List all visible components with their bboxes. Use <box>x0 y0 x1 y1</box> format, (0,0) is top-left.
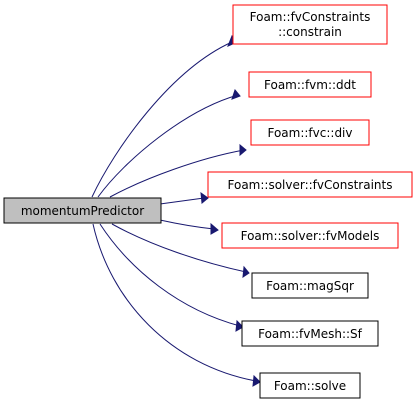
node-solver-fvmodels[interactable]: Foam::solver::fvModels <box>221 222 399 249</box>
node-magsqr[interactable]: Foam::magSqr <box>251 272 369 299</box>
edge-arrowhead <box>210 222 219 235</box>
edge-arrowhead <box>200 191 209 204</box>
edge-arrowhead <box>235 319 244 332</box>
node-label-line2[interactable]: ::constrain <box>278 25 342 39</box>
node-label[interactable]: Foam::solver::fvConstraints <box>228 178 393 192</box>
node-box[interactable] <box>259 372 361 399</box>
node-fvconstraints-constrain[interactable]: Foam::fvConstraints ::constrain <box>232 4 388 45</box>
root-node-label: momentumPredictor <box>21 204 144 218</box>
edge-arrowhead <box>231 88 241 100</box>
root-node-box <box>3 197 162 224</box>
node-box[interactable] <box>207 171 413 198</box>
node-box[interactable] <box>221 222 399 249</box>
call-edges <box>91 35 261 387</box>
node-label[interactable]: Foam::fvMesh::Sf <box>258 327 363 341</box>
node-box[interactable] <box>250 119 370 146</box>
node-label[interactable]: Foam::magSqr <box>266 279 354 293</box>
edge-arrowhead <box>252 374 261 387</box>
root-node-momentumpredictor: momentumPredictor <box>3 197 162 224</box>
edge-to-fvconstraints-constrain <box>91 41 233 198</box>
node-label[interactable]: Foam::solver::fvModels <box>241 229 380 243</box>
edge-arrowhead <box>239 143 247 157</box>
node-label[interactable]: Foam::fvm::ddt <box>264 78 356 92</box>
edge-to-magsqr <box>111 223 247 273</box>
node-label-line1[interactable]: Foam::fvConstraints <box>250 10 371 24</box>
edge-to-solver-fvmodels <box>159 219 215 230</box>
node-box[interactable] <box>251 272 369 299</box>
node-solver-fvconstraints[interactable]: Foam::solver::fvConstraints <box>207 171 413 198</box>
node-fvmesh-sf[interactable]: Foam::fvMesh::Sf <box>241 320 379 347</box>
edge-to-fvc-div <box>109 149 245 198</box>
node-fvm-ddt[interactable]: Foam::fvm::ddt <box>248 71 372 98</box>
node-fvc-div[interactable]: Foam::fvc::div <box>250 119 370 146</box>
node-box[interactable] <box>248 71 372 98</box>
node-label[interactable]: Foam::fvc::div <box>267 126 352 140</box>
edge-to-solver-fvconstraints <box>159 197 205 205</box>
edge-to-solve <box>92 223 257 382</box>
edge-arrowhead <box>242 265 250 279</box>
node-box[interactable] <box>232 4 388 45</box>
node-box[interactable] <box>241 320 379 347</box>
edge-to-fvmesh-sf <box>99 223 241 327</box>
node-label[interactable]: Foam::solve <box>274 379 346 393</box>
node-solve[interactable]: Foam::solve <box>259 372 361 399</box>
edge-to-fvm-ddt <box>97 94 239 198</box>
